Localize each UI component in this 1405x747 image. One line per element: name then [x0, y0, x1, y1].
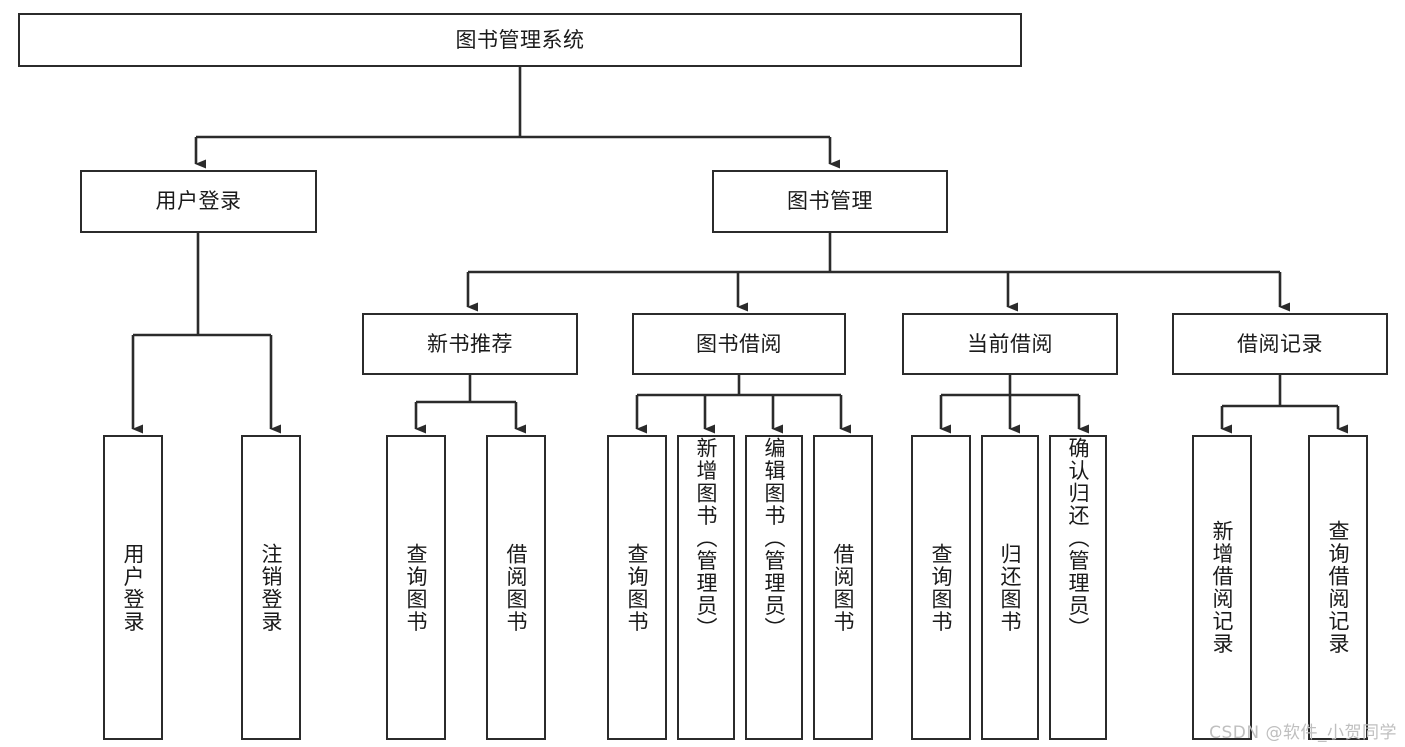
leaf-borrow-book[interactable]: 借阅图书 — [813, 435, 873, 740]
leaf-query-book-borrow[interactable]: 查询图书 — [607, 435, 667, 740]
leaf-borrow-book-recommend[interactable]: 借阅图书 — [486, 435, 546, 740]
leaf-label: 编辑图书（管理员） — [762, 437, 787, 640]
leaf-label: 查询图书 — [929, 542, 954, 633]
leaf-edit-book-admin[interactable]: 编辑图书（管理员） — [745, 435, 803, 740]
csdn-watermark: CSDN @软件_小贺同学 — [1209, 723, 1397, 743]
node-current-borrow[interactable]: 当前借阅 — [902, 313, 1118, 375]
leaf-user-login[interactable]: 用户登录 — [103, 435, 163, 740]
node-label: 图书借阅 — [696, 331, 782, 356]
node-user-login[interactable]: 用户登录 — [80, 170, 317, 233]
node-label: 图书管理 — [787, 189, 873, 214]
leaf-label: 归还图书 — [998, 542, 1023, 633]
leaf-label: 查询图书 — [404, 542, 429, 633]
leaf-label: 确认归还（管理员） — [1066, 437, 1091, 640]
leaf-add-book-admin[interactable]: 新增图书（管理员） — [677, 435, 735, 740]
node-label: 借阅记录 — [1237, 331, 1323, 356]
leaf-query-borrow-record[interactable]: 查询借阅记录 — [1308, 435, 1368, 740]
node-book-borrow[interactable]: 图书借阅 — [632, 313, 846, 375]
node-label: 当前借阅 — [967, 331, 1053, 356]
node-label: 新书推荐 — [427, 331, 513, 356]
node-label: 图书管理系统 — [455, 27, 585, 52]
leaf-query-book-current[interactable]: 查询图书 — [911, 435, 971, 740]
leaf-return-book[interactable]: 归还图书 — [981, 435, 1039, 740]
leaf-query-book-recommend[interactable]: 查询图书 — [386, 435, 446, 740]
leaf-label: 用户登录 — [121, 542, 146, 633]
leaf-add-borrow-record[interactable]: 新增借阅记录 — [1192, 435, 1252, 740]
node-root-system[interactable]: 图书管理系统 — [18, 13, 1022, 67]
leaf-label: 借阅图书 — [504, 542, 529, 633]
leaf-label: 新增图书（管理员） — [694, 437, 719, 640]
leaf-label: 新增借阅记录 — [1210, 520, 1235, 655]
leaf-label: 查询图书 — [625, 542, 650, 633]
leaf-label: 查询借阅记录 — [1326, 520, 1351, 655]
node-new-book-recommend[interactable]: 新书推荐 — [362, 313, 578, 375]
leaf-confirm-return-admin[interactable]: 确认归还（管理员） — [1049, 435, 1107, 740]
node-borrow-record[interactable]: 借阅记录 — [1172, 313, 1388, 375]
leaf-label: 借阅图书 — [831, 542, 856, 633]
leaf-label: 注销登录 — [259, 542, 284, 633]
node-label: 用户登录 — [155, 189, 242, 214]
node-book-management[interactable]: 图书管理 — [712, 170, 948, 233]
leaf-logout[interactable]: 注销登录 — [241, 435, 301, 740]
